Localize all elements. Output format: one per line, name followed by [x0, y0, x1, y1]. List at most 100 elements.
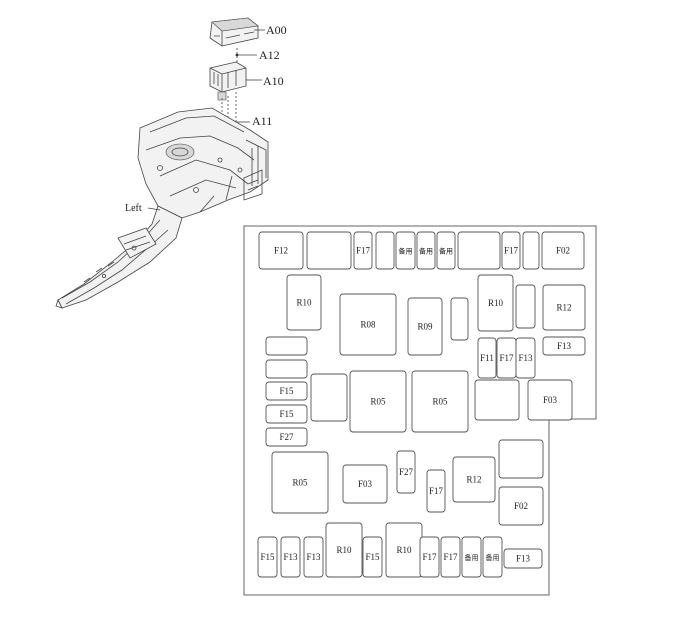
- slot-label: R12: [556, 303, 571, 313]
- slot-label: R10: [296, 298, 312, 308]
- slot-label: F17: [356, 246, 371, 256]
- callout-leaders: [147, 29, 265, 211]
- slot-label: F17: [422, 552, 437, 562]
- slot-R12: [452, 456, 496, 503]
- slot-label: F17: [499, 353, 514, 363]
- callout-left: Left: [125, 203, 142, 214]
- slot-label: F13: [518, 353, 533, 363]
- spare-slot: [416, 231, 436, 270]
- slot-F15: [265, 404, 308, 424]
- slot-label: F17: [429, 486, 444, 496]
- slot-label: F13: [516, 554, 531, 564]
- slot-label: R05: [370, 397, 386, 407]
- fuse-box-cover-a00: [209, 17, 259, 47]
- front-side-rail: [55, 205, 183, 309]
- slot-label: F15: [365, 552, 380, 562]
- slot-F13: [280, 536, 301, 578]
- slot-label: F02: [556, 246, 570, 256]
- slot-F02: [498, 486, 544, 526]
- slot-F27: [265, 427, 308, 447]
- vehicle-frame-illustration: [55, 17, 269, 309]
- slot-F13: [515, 337, 536, 379]
- slot-F02: [541, 231, 585, 270]
- slot-F13: [303, 536, 324, 578]
- slot-F15: [257, 536, 278, 578]
- slot-F03: [527, 379, 573, 421]
- body-frame-structure: [137, 107, 269, 219]
- empty-slot: [522, 231, 540, 270]
- empty-slot: [306, 231, 352, 270]
- slot-F15: [265, 381, 308, 401]
- slot-label: R10: [488, 298, 504, 308]
- slot-label: R05: [292, 478, 308, 488]
- slot-label: 备用: [419, 247, 433, 256]
- slot-R10: [325, 522, 363, 578]
- slot-R09: [407, 297, 443, 356]
- spare-slot: [482, 536, 503, 578]
- slot-label: F03: [543, 395, 558, 405]
- empty-slot: [498, 439, 544, 479]
- slot-R05: [271, 451, 329, 514]
- slot-F17: [440, 536, 461, 578]
- callout-a11: A11: [252, 114, 272, 128]
- fuse-box-holder-a10: [209, 61, 247, 101]
- slot-F17: [501, 231, 521, 270]
- slot-F17: [419, 536, 440, 578]
- slot-R08: [339, 293, 397, 356]
- slot-R05: [411, 370, 469, 433]
- callout-a10: A10: [263, 74, 284, 88]
- slot-label: F17: [504, 246, 519, 256]
- slot-label: 备用: [439, 247, 453, 256]
- slot-F17: [426, 469, 446, 513]
- slot-label: R09: [417, 322, 433, 332]
- slot-F17: [353, 231, 373, 270]
- slot-label: 备用: [399, 247, 413, 256]
- empty-slot: [265, 336, 308, 356]
- callout-a00: A00: [266, 23, 287, 37]
- slot-label: F27: [399, 467, 414, 477]
- slot-F12: [258, 231, 304, 270]
- callout-a12: A12: [259, 48, 280, 62]
- slot-label: F15: [279, 409, 294, 419]
- spare-slot: [436, 231, 456, 270]
- empty-slot: [515, 284, 536, 329]
- slot-label: F02: [514, 501, 528, 511]
- slot-F13: [542, 336, 586, 356]
- slot-label: R08: [360, 320, 376, 330]
- empty-slot: [450, 297, 469, 341]
- slot-label: F03: [358, 479, 373, 489]
- slot-F15: [362, 536, 383, 578]
- slot-label: R10: [336, 545, 352, 555]
- slot-label: F15: [260, 552, 275, 562]
- slot-F11: [477, 337, 497, 379]
- empty-slot: [375, 231, 395, 270]
- slot-label: R05: [432, 397, 448, 407]
- slot-label: F11: [480, 353, 494, 363]
- slot-label: R10: [396, 545, 412, 555]
- slot-label: F13: [306, 552, 321, 562]
- slot-label: F15: [279, 386, 294, 396]
- slot-label: F13: [557, 341, 572, 351]
- slot-F13: [503, 548, 543, 569]
- empty-slot: [310, 373, 348, 422]
- empty-slot: [265, 359, 308, 379]
- slot-label: F17: [443, 552, 458, 562]
- spare-slot: [395, 231, 416, 270]
- slot-R10: [477, 274, 514, 332]
- slot-label: 备用: [465, 553, 479, 562]
- slot-label: F13: [283, 552, 298, 562]
- empty-slot: [457, 231, 501, 270]
- slot-F03: [342, 464, 388, 504]
- slot-R10: [286, 274, 322, 331]
- empty-slot: [474, 379, 520, 421]
- slot-label: R12: [466, 475, 481, 485]
- slot-F27: [396, 450, 416, 494]
- slot-label: 备用: [486, 553, 500, 562]
- slot-R05: [349, 370, 407, 433]
- slot-label: F27: [279, 432, 294, 442]
- slot-R12: [542, 284, 586, 331]
- spare-slot: [461, 536, 482, 578]
